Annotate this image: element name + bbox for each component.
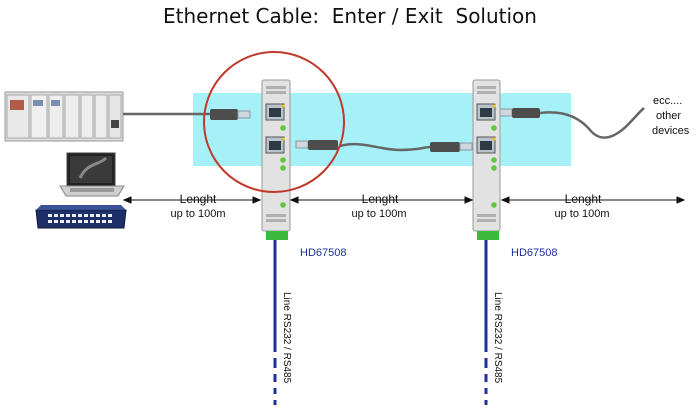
range-label-1: up to 100m xyxy=(170,208,226,220)
serial-line-label-2: Line RS232 / RS485 xyxy=(492,292,503,384)
ethernet-cable-middle xyxy=(339,142,431,152)
rj45-connector-icon xyxy=(430,142,473,152)
range-label-2: up to 100m xyxy=(351,208,407,220)
length-label-2: Lenght xyxy=(361,192,399,206)
gateway-device-2 xyxy=(472,79,501,240)
length-arrow-2 xyxy=(289,196,474,204)
serial-line-label-1: Line RS232 / RS485 xyxy=(281,292,292,384)
device-model-label-1: HD67508 xyxy=(300,247,347,259)
length-label-3: Lenght xyxy=(564,192,602,206)
other-devices-line1: ecc.... xyxy=(653,95,683,107)
range-label-3: up to 100m xyxy=(554,208,610,220)
laptop-icon xyxy=(59,152,125,197)
diagram-title: Ethernet Cable: Enter / Exit Solution xyxy=(163,4,537,28)
other-devices-line3: devices xyxy=(652,125,690,137)
other-devices-label: ecc.... other devices xyxy=(652,94,689,139)
rj45-connector-icon xyxy=(210,109,251,120)
switch-icon xyxy=(35,205,127,229)
plc-icon xyxy=(4,91,124,142)
highlight-circle xyxy=(203,51,345,193)
ethernet-cable-right xyxy=(539,107,645,139)
length-arrow-1 xyxy=(122,196,262,204)
length-arrow-3 xyxy=(500,196,686,204)
other-devices-line2: other xyxy=(656,110,682,122)
rj45-connector-icon xyxy=(499,108,540,118)
rj45-connector-icon xyxy=(295,140,338,150)
network-panel xyxy=(193,93,571,166)
device-model-label-2: HD67508 xyxy=(511,247,558,259)
gateway-device-1 xyxy=(261,79,291,240)
length-label-1: Lenght xyxy=(179,192,217,206)
